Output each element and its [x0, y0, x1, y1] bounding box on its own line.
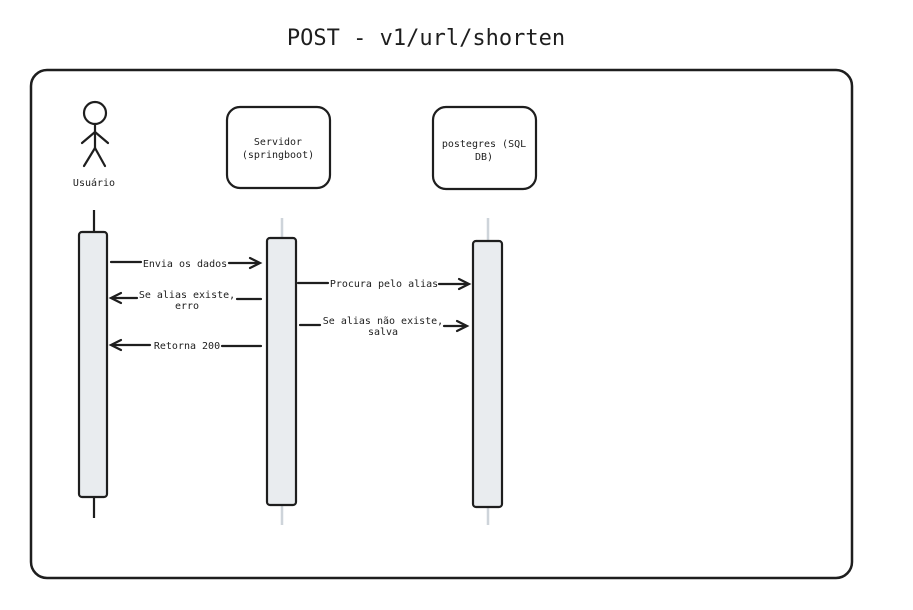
message-arrow: [108, 291, 263, 305]
message-label: salva: [368, 327, 398, 338]
database-participant-label-line2: DB): [475, 152, 493, 163]
message-label: Retorna 200: [154, 341, 220, 352]
message-label: Envia os dados: [143, 259, 227, 270]
database-activation-bar: [471, 239, 504, 509]
message-label: Se alias não existe,: [323, 316, 443, 327]
database-participant-label-line1: postegres (SQL: [442, 139, 526, 150]
database-participant-box: [431, 105, 538, 191]
server-participant-box: [225, 105, 332, 190]
user-actor-icon: [80, 100, 110, 168]
user-actor-label: Usuário: [73, 177, 115, 189]
diagram-title: POST - v1/url/shorten: [287, 26, 565, 51]
message-arrow: [298, 319, 470, 333]
message-label: erro: [175, 301, 199, 312]
message-arrow: [109, 256, 263, 270]
message-label: Se alias existe,: [139, 290, 235, 301]
server-participant-label-line2: (springboot): [242, 150, 314, 161]
user-activation-bar: [77, 230, 109, 499]
message-arrow: [108, 338, 263, 352]
message-label: Procura pelo alias: [330, 279, 438, 290]
server-participant-label-line1: Servidor: [254, 137, 302, 148]
message-arrow: [296, 277, 472, 291]
diagram-frame: [29, 68, 854, 580]
server-activation-bar: [265, 236, 298, 507]
